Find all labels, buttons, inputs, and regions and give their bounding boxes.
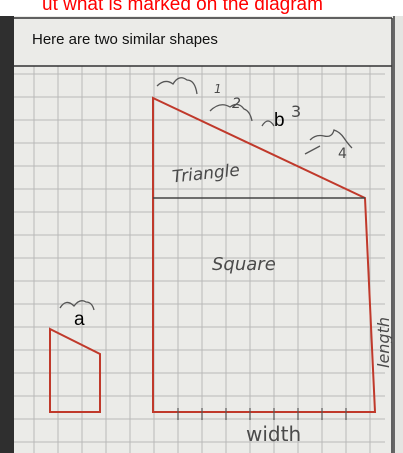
worksheet-photo: Here are two similar shapes a b Triangle… <box>0 16 403 453</box>
photo-right-edge <box>393 16 403 453</box>
square-grid <box>14 66 385 453</box>
segment-mark-4: 4 <box>338 146 347 162</box>
worksheet-heading: Here are two similar shapes <box>32 31 218 48</box>
label-a: a <box>74 309 85 330</box>
worksheet-frame <box>14 17 393 453</box>
caption-banner: ut what is marked on the diagram <box>42 0 323 15</box>
width-label: width <box>246 422 302 446</box>
width-ticks <box>177 408 347 420</box>
worksheet-drawing <box>14 17 393 453</box>
label-b: b <box>274 110 285 131</box>
length-label: length <box>374 317 393 368</box>
segment-mark-1: 1 <box>214 82 222 96</box>
small-shape-a <box>49 327 101 413</box>
photo-dark-edge <box>0 16 14 453</box>
pencil-braces <box>59 77 353 311</box>
large-shape <box>152 96 377 413</box>
segment-mark-2: 2 <box>232 96 241 112</box>
square-label: Square <box>212 254 276 275</box>
segment-mark-3: 3 <box>291 102 302 121</box>
